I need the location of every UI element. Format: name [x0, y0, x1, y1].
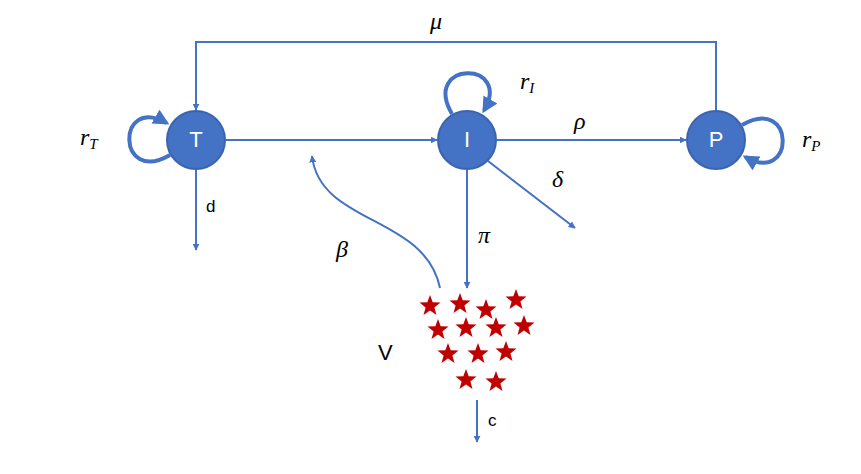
virus-star [420, 295, 441, 315]
compartment-name: I [464, 129, 470, 151]
virus-star [456, 317, 477, 337]
compartment-name: V [378, 342, 393, 364]
compartment-circle: I [437, 110, 497, 170]
virus-star [486, 317, 507, 337]
virus-star [450, 293, 471, 313]
modulation-arrow [312, 156, 440, 288]
parameter-label: β [334, 236, 350, 262]
compartment-circle: P [686, 110, 746, 170]
virus-star [486, 371, 507, 391]
outflow-arrow [476, 400, 478, 442]
compartment-name: T [189, 129, 202, 151]
rate-label: rT [78, 124, 100, 153]
star-cluster [408, 288, 546, 398]
flow-arrow [497, 139, 686, 141]
growth-loop [742, 119, 783, 163]
compartment-name: P [709, 129, 724, 151]
parameter-label: ρ [572, 108, 588, 134]
flow-arrow [466, 170, 468, 288]
rate-label: rP [800, 126, 823, 155]
outflow-arrow [195, 170, 197, 250]
outflow-arrow [488, 161, 575, 228]
flow-arrow [226, 139, 437, 141]
rate-label: rI [518, 68, 536, 97]
virus-star [438, 343, 459, 363]
virus-star [496, 341, 517, 361]
parameter-label: μ [428, 8, 444, 34]
compartment-circle: T [166, 110, 226, 170]
virus-star [456, 369, 477, 389]
parameter-label: π [476, 222, 492, 248]
parameter-label: δ [550, 166, 565, 192]
virus-star [476, 299, 497, 319]
growth-loop [129, 117, 170, 161]
virus-star [514, 315, 535, 335]
growth-loop [446, 73, 490, 114]
parameter-label: c [486, 412, 499, 431]
parameter-label: d [204, 198, 217, 217]
virus-star [468, 343, 489, 363]
virus-star [428, 319, 449, 339]
virus-star [506, 289, 527, 309]
virus-cluster: V [408, 288, 546, 398]
